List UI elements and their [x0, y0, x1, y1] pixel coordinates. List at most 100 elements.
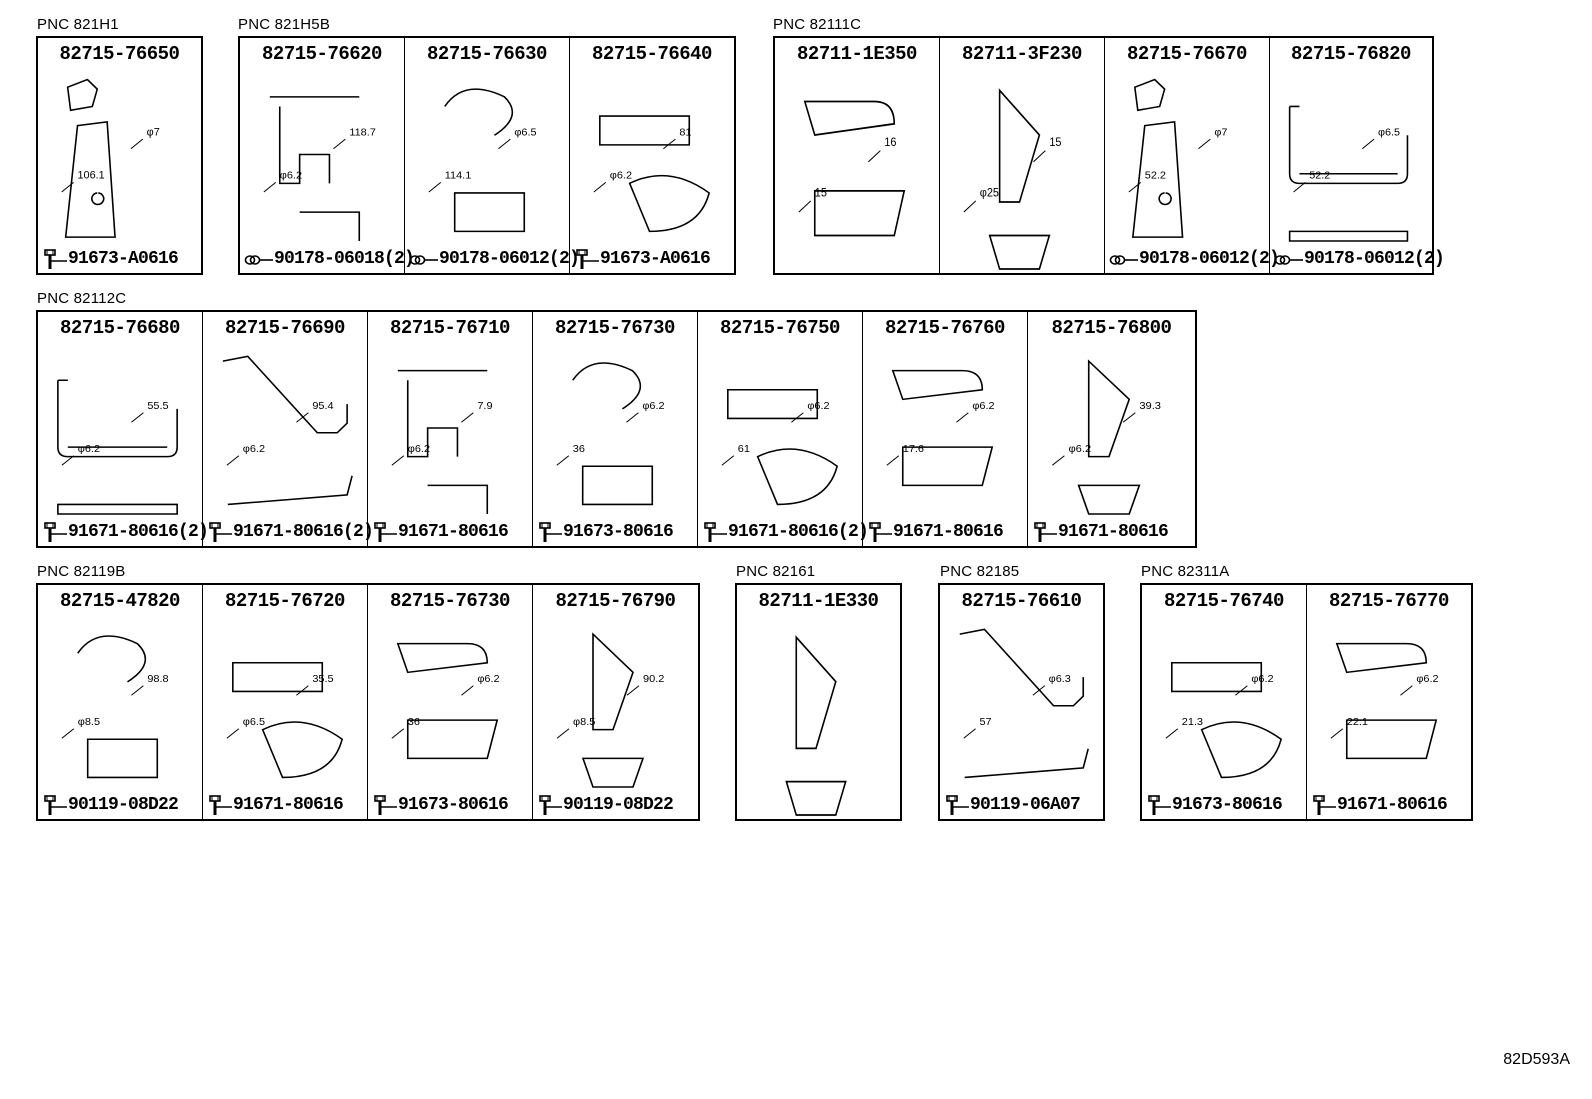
part-number[interactable]: 82715-76750: [720, 317, 840, 339]
dimension-leader: [226, 728, 240, 739]
fastener-callout[interactable]: 90178-06012(2): [1274, 248, 1445, 270]
part-number[interactable]: 82711-1E350: [797, 43, 917, 65]
part-number[interactable]: 82715-76610: [961, 590, 1082, 612]
dimension-label: 55.5: [147, 400, 168, 412]
dimension-label: 17.6: [903, 443, 924, 455]
part-line-drawing: φ6.357: [959, 628, 1089, 779]
dimension-leader: [61, 182, 74, 193]
part-line-drawing: φ6.221.3: [1165, 662, 1283, 779]
part-number[interactable]: 82715-76770: [1329, 590, 1449, 612]
fastener-callout[interactable]: 91671-80616: [207, 794, 344, 816]
part-number[interactable]: 82715-76710: [390, 317, 510, 339]
fastener-callout[interactable]: 91673-A0616: [574, 248, 711, 270]
group-label-821H1: PNC 821H1: [37, 16, 119, 33]
fastener-callout[interactable]: 90119-08D22: [537, 794, 674, 816]
fastener-callout[interactable]: 91671-80616(2): [702, 521, 869, 543]
fastener-callout[interactable]: 90178-06012(2): [409, 248, 580, 270]
fastener-part-number: 91671-80616(2): [728, 522, 869, 542]
dimension-leader: [391, 728, 405, 739]
fastener-part-number: 91671-80616(2): [233, 522, 374, 542]
part-number[interactable]: 82715-47820: [60, 590, 180, 612]
group-label-82112C: PNC 82112C: [37, 290, 127, 307]
dimension-label: 15: [1049, 136, 1061, 150]
nut-icon: [1274, 255, 1303, 265]
fastener-callout[interactable]: 91673-80616: [1146, 794, 1283, 816]
dimension-leader: [1033, 150, 1046, 163]
group-label-82111C: PNC 82111C: [773, 16, 862, 33]
dimension-leader: [663, 138, 676, 150]
part-number[interactable]: 82715-76650: [59, 43, 180, 65]
fastener-callout[interactable]: 91673-A0616: [42, 248, 179, 270]
part-line-drawing: 39.3φ6.2: [1051, 359, 1161, 515]
fastener-part-number: 91671-80616: [398, 522, 509, 542]
dimension-label: φ7: [147, 126, 160, 138]
part-number[interactable]: 82715-76690: [225, 317, 345, 339]
fastener-part-number: 91673-A0616: [600, 249, 711, 269]
part-line-drawing: 7.9φ6.2: [391, 369, 493, 514]
fastener-callout[interactable]: 91671-80616: [372, 521, 509, 543]
part-line-drawing: 55.5φ6.2: [57, 379, 178, 515]
fastener-callout[interactable]: 90119-06A07: [944, 794, 1081, 816]
fastener-callout[interactable]: 90178-06018(2): [244, 248, 415, 270]
fastener-callout[interactable]: 91671-80616(2): [207, 521, 374, 543]
dimension-label: φ25: [980, 186, 999, 200]
part-number[interactable]: 82715-76740: [1164, 590, 1284, 612]
dimension-leader: [1361, 138, 1375, 150]
part-number[interactable]: 82711-1E330: [758, 590, 879, 612]
part-number[interactable]: 82715-76620: [262, 43, 382, 65]
part-number[interactable]: 82715-76640: [592, 43, 712, 65]
dimension-leader: [963, 728, 976, 739]
part-number[interactable]: 82715-76820: [1291, 43, 1411, 65]
part-number[interactable]: 82715-76680: [60, 317, 180, 339]
part-line-drawing: 118.7φ6.2: [263, 96, 376, 241]
dimension-label: 81: [679, 126, 691, 138]
fastener-callout[interactable]: 90119-08D22: [42, 794, 179, 816]
fastener-callout[interactable]: 91671-80616: [867, 521, 1004, 543]
dimension-label: φ6.2: [477, 673, 499, 685]
dimension-label: 16: [884, 136, 896, 150]
dimension-label: 15: [815, 186, 827, 200]
dimension-leader: [391, 455, 405, 466]
fastener-callout[interactable]: 90178-06012(2): [1109, 248, 1280, 270]
dimension-leader: [333, 138, 346, 150]
fastener-callout[interactable]: 91671-80616: [1311, 794, 1448, 816]
part-number[interactable]: 82715-76790: [555, 590, 676, 612]
dimension-label: φ7: [1214, 126, 1227, 138]
fastener-callout[interactable]: 91673-80616: [372, 794, 509, 816]
part-line-drawing: 95.4φ6.2: [222, 355, 353, 506]
dimension-leader: [791, 412, 804, 423]
dimension-leader: [556, 728, 570, 739]
dimension-leader: [626, 412, 639, 423]
dimension-leader: [956, 412, 969, 423]
part-number[interactable]: 82715-76720: [225, 590, 345, 612]
dimension-leader: [461, 412, 474, 423]
dimension-label: φ8.5: [573, 716, 595, 728]
part-number[interactable]: 82715-76730: [390, 590, 510, 612]
part-number[interactable]: 82715-76670: [1127, 43, 1247, 65]
dimension-label: 21.3: [1182, 716, 1203, 728]
part-number[interactable]: 82711-3F230: [962, 43, 1082, 65]
group-label-82185: PNC 82185: [940, 563, 1020, 580]
bolt-icon: [374, 522, 397, 542]
dimension-label: φ6.2: [807, 400, 829, 412]
part-number[interactable]: 82715-76800: [1051, 317, 1172, 339]
fastener-callout[interactable]: 91671-80616(2): [42, 521, 209, 543]
part-number[interactable]: 82715-76730: [555, 317, 675, 339]
dimension-label: 35.5: [312, 673, 333, 685]
fastener-callout[interactable]: 91671-80616: [1032, 521, 1169, 543]
fastener-part-number: 91671-80616(2): [68, 522, 209, 542]
group-label-82119B: PNC 82119B: [37, 563, 126, 580]
part-number[interactable]: 82715-76760: [885, 317, 1005, 339]
dimension-label: φ6.2: [280, 170, 302, 182]
fastener-callout[interactable]: 91673-80616: [537, 521, 674, 543]
part-number[interactable]: 82715-76630: [427, 43, 547, 65]
dimension-leader: [296, 412, 309, 423]
dimension-leader: [868, 150, 881, 163]
